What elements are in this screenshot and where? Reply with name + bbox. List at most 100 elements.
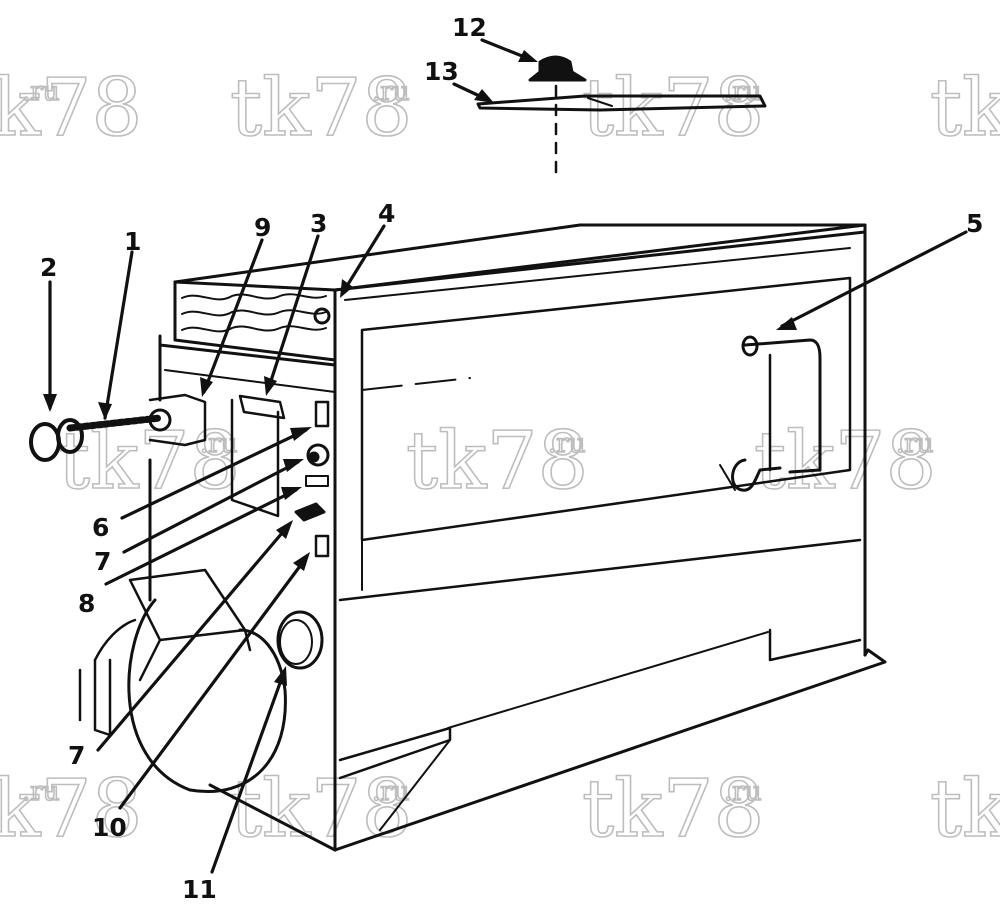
watermark-text: tk78 — [230, 762, 412, 855]
watermark-text: tk78 — [230, 61, 412, 154]
leader-6 — [120, 428, 308, 520]
cabinet-body — [173, 223, 887, 852]
callout-5: 5 — [966, 209, 983, 238]
watermark-top-center: tk78 .ru — [229, 60, 413, 155]
end-panel-bottom-edge — [208, 783, 337, 852]
drawing-layer — [29, 55, 887, 852]
callout-9: 9 — [254, 213, 271, 242]
callout-11: 11 — [182, 875, 217, 904]
base-rear-foot — [768, 628, 862, 662]
watermark-text: tk78 — [754, 414, 936, 507]
arrowhead-9 — [200, 377, 213, 397]
callout-7b: 7 — [68, 741, 85, 770]
leader-10 — [118, 556, 308, 810]
knob-fastener — [528, 55, 587, 82]
watermark-suffix: .ru — [372, 777, 409, 807]
watermark-suffix: .ru — [724, 777, 761, 807]
indicator-window-10 — [314, 534, 330, 558]
control-knob — [306, 443, 330, 467]
watermark-text: tk78 — [582, 762, 764, 855]
handle-latch-edge — [719, 464, 736, 491]
cabinet-top-lip — [344, 247, 851, 301]
callout-leaders — [48, 38, 968, 874]
cable-plug-collar — [56, 418, 84, 454]
round-port — [276, 610, 324, 670]
arrowhead-1 — [98, 402, 112, 420]
cabinet-top-rear — [173, 223, 867, 284]
watermark-text: tk78 — [0, 61, 142, 154]
callout-7a: 7 — [94, 547, 111, 576]
callout-6: 6 — [92, 513, 109, 542]
arrowhead-7b — [276, 520, 293, 539]
watermark-suffix: .ru — [22, 77, 59, 107]
cover-plate — [476, 94, 767, 112]
handle-latch — [731, 458, 782, 492]
arrowhead-7a — [283, 459, 304, 472]
blower-mount-arm — [93, 618, 137, 662]
connector-bracket — [148, 393, 207, 447]
leader-3 — [266, 234, 320, 392]
blower-inlet-hood — [128, 568, 247, 642]
arrowhead-5 — [776, 317, 797, 330]
watermark-suffix: .ru — [896, 429, 933, 459]
control-knob-center — [308, 451, 320, 463]
arrowhead-8 — [281, 487, 302, 500]
watermark-top-left: tk78 .ru — [0, 60, 143, 155]
watermark-top-far-right: tk78 — [929, 60, 1000, 155]
leader-5 — [780, 230, 968, 328]
grille-louver — [181, 293, 327, 301]
cabinet-base-front — [333, 648, 887, 852]
arrowhead-2 — [43, 394, 57, 412]
cable-connector-1 — [66, 414, 164, 432]
watermark-text: tk78 — [406, 414, 588, 507]
data-plate-holder — [230, 398, 280, 518]
leader-7a — [122, 460, 300, 554]
callout-arrowheads — [43, 50, 797, 686]
callout-labels: 1 2 3 4 5 6 7 7 8 9 10 11 12 13 — [40, 13, 983, 904]
leader-4 — [340, 224, 386, 296]
arrowhead-3 — [264, 376, 277, 396]
cabinet-mid-seam — [338, 538, 862, 602]
base-skid-brace — [379, 739, 451, 831]
corner-bolt — [313, 307, 331, 325]
arrowhead-13 — [474, 89, 494, 103]
blower-housing — [127, 598, 287, 793]
cover-plate-assembly — [476, 55, 767, 178]
cabinet-right-edge — [333, 230, 867, 657]
arrowhead-12 — [518, 50, 538, 62]
watermark-text: tk78 — [930, 762, 1000, 855]
watermark-bottom-far-right: tk78 — [929, 761, 1000, 856]
watermark-mid-right: tk78 .ru — [753, 413, 937, 508]
arrowhead-4 — [340, 279, 353, 298]
end-panel — [29, 280, 822, 852]
watermark-suffix: .ru — [548, 429, 585, 459]
handle-grip-end — [741, 335, 759, 357]
leader-7b — [96, 524, 290, 752]
grille-frame — [173, 280, 337, 362]
watermark-suffix: .ru — [724, 77, 761, 107]
data-plate — [238, 394, 286, 420]
watermark-bottom-right: tk78 .ru — [581, 761, 765, 856]
side-access-panel — [360, 276, 852, 542]
end-panel-seam — [164, 369, 336, 393]
leader-8 — [104, 488, 298, 586]
arrowhead-11 — [274, 666, 287, 686]
watermark-mid-center: tk78 .ru — [405, 413, 589, 508]
grille-louver — [181, 325, 327, 333]
indicator-window-6 — [314, 400, 330, 428]
leader-11 — [210, 670, 286, 874]
watermark-bottom-left: tk78 .ru — [0, 761, 143, 856]
watermark-text: tk78 — [930, 61, 1000, 154]
blower-hood-edges — [138, 628, 252, 682]
arrowhead-6 — [290, 427, 312, 441]
base-rail — [447, 631, 769, 729]
arrowhead-10 — [293, 552, 310, 571]
base-skid-foot — [338, 726, 452, 780]
callout-12: 12 — [452, 13, 487, 42]
callout-4: 4 — [378, 199, 395, 228]
cover-plate-edge — [587, 97, 613, 107]
toggle-switch-7 — [294, 502, 326, 522]
leader-9 — [202, 238, 264, 394]
